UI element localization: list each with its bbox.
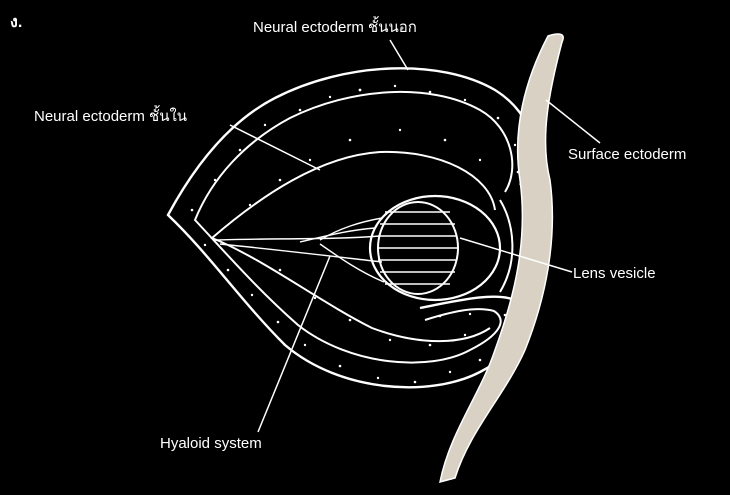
leader-outer	[390, 40, 408, 70]
label-hyaloid-system: Hyaloid system	[160, 435, 262, 453]
optic-cup-rim	[500, 200, 512, 292]
leader-surface	[546, 100, 600, 143]
leader-inner	[230, 125, 320, 170]
neural-layer-boundary	[195, 92, 512, 363]
label-surface-ectoderm: Surface ectoderm	[568, 146, 686, 164]
lens-fibers	[378, 212, 458, 284]
label-outer-neural-ectoderm: Neural ectoderm ชั้นนอก	[253, 19, 417, 37]
leader-lens	[460, 238, 572, 272]
figure-letter: ง.	[10, 14, 22, 32]
label-inner-neural-ectoderm: Neural ectoderm ชั้นใน	[34, 108, 187, 126]
label-lens-vesicle: Lens vesicle	[573, 265, 656, 283]
hyaloid-vessels	[215, 218, 384, 282]
